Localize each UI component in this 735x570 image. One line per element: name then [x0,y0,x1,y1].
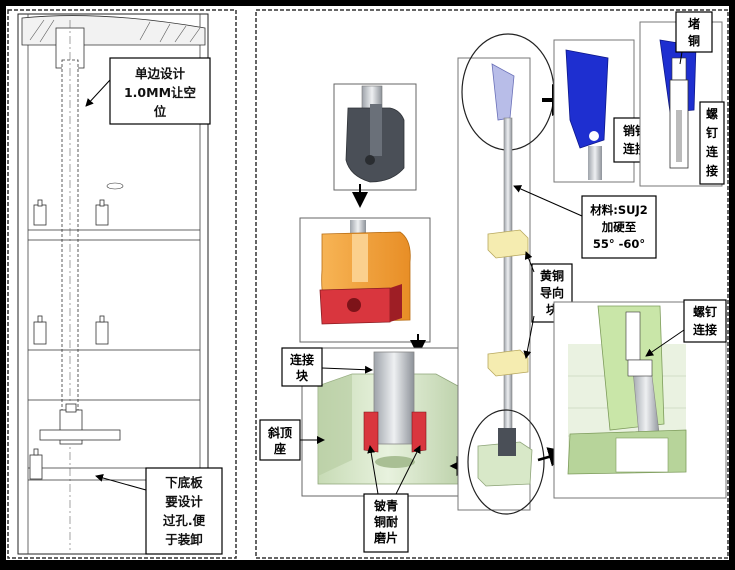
seat-pocket [375,456,415,468]
right-panel: 连接 块 斜顶 座 铍青 铜耐 磨片 材料:SUJ2 加硬至 55° -60 [255,9,729,559]
screw-head [627,359,653,377]
label-wear-plate-line3: 磨片 [373,530,398,545]
callout-clearance-line3: 位 [154,104,167,119]
label-guide-block-line1: 黄铜 [540,268,564,283]
label-screw-right-box [683,299,727,343]
callout-clearance-line1: 单边设计 [135,66,186,81]
label-screw-top-line1: 螺 [706,106,718,121]
clevis-small [498,428,516,456]
leader-screw-right [645,329,685,357]
lifter-seat-side [318,374,352,476]
label-lifter-seat-box [259,419,301,461]
orange-slot [352,234,368,282]
center-mark [106,182,124,190]
connector-block-rod [373,351,415,445]
hatching [29,19,201,43]
label-lifter-seat-line1: 斜顶 [267,425,292,440]
brass-guide-upper [487,229,529,259]
leader-guide-lower [523,315,535,359]
label-material-line1: 材料:SUJ2 [590,203,648,217]
brass-guide-lower [487,349,529,377]
guide-plate [39,429,121,441]
leader-guide-upper [524,251,535,273]
leader-copper-plug [679,51,683,65]
label-screw-top-line4: 接 [706,163,718,178]
wear-plate-right [411,411,427,453]
label-material-box [581,195,657,259]
lifter-main-rod [503,117,513,437]
callout-bottom-leader [95,474,147,491]
screw-shaft [676,110,682,162]
callout-clearance-line2: 1.0MM让空 [124,85,196,100]
label-screw-top-line3: 连 [706,144,719,159]
label-lifter-seat-line2: 座 [273,441,286,456]
callout-bottom-plate [145,467,223,555]
label-connector-block-line2: 块 [296,368,309,383]
label-screw-right-line1: 螺钉 [693,304,717,319]
screw-pocket [625,311,641,361]
label-material-line3: 55° -60° [593,237,645,251]
callout-clearance-leader [85,79,111,107]
leader-material [513,185,583,217]
mold-outline [17,13,209,555]
seat-cavity [615,437,669,473]
label-wear-plate-box [363,493,409,553]
label-guide-block-line2: 导向 [540,285,564,300]
lifter-assembly-frame [457,57,531,511]
copper-plug [671,57,687,81]
callout-bottom-line1: 下底板 [165,475,203,490]
label-wear-plate-line2: 铜耐 [374,514,398,529]
callout-bottom-line2: 要设计 [165,494,203,509]
label-screw-top-box [699,101,725,185]
red-pin-hole [347,298,361,312]
label-material-line2: 加硬至 [601,220,637,234]
label-copper-plug-line2: 铜 [688,33,700,48]
label-screw-top-line2: 钉 [706,125,718,140]
label-connector-block-box [281,347,323,387]
blue-lifter-head [565,49,609,149]
left-panel: 单边设计 1.0MM让空 位 下底板 要设计 过孔.便 于装卸 [7,9,237,559]
clevis-slot [370,104,382,156]
red-pin-block-side [390,284,402,322]
leader-wear-plate-b [395,445,421,495]
clevis-pin-hole [365,155,375,165]
label-wear-plate-line1: 铍青 [374,498,398,513]
lifter-seat-small [477,441,533,487]
callout-bottom-line3: 过孔.便 [163,513,206,528]
label-copper-plug-box [675,11,713,53]
orange-block-rod [350,220,366,234]
leader-wear-plate-a [367,445,379,495]
callout-bottom-line4: 于装卸 [165,532,203,547]
callout-clearance [109,57,211,125]
label-copper-plug-line1: 堵 [688,16,700,31]
pin-detail-rod [588,146,602,180]
pin-hole [589,131,599,141]
leader-connector-block [321,365,373,374]
detail-circle-bottom [467,409,545,515]
wear-plate-left [363,411,379,453]
label-screw-right-line2: 连接 [693,322,717,337]
label-connector-block-line1: 连接 [290,352,314,367]
